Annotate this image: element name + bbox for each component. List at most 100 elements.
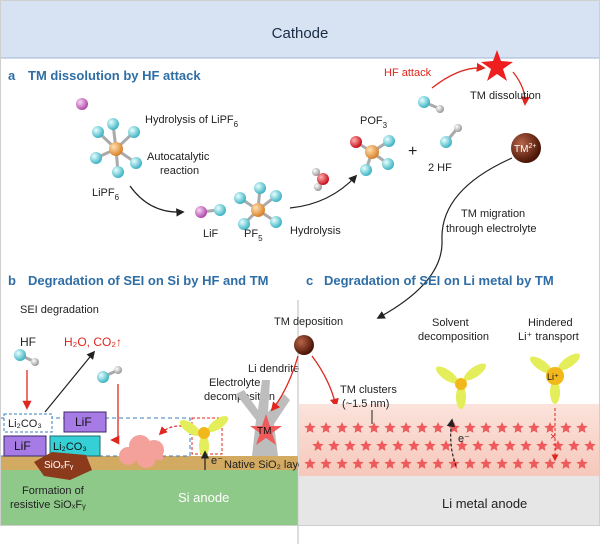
hf-label: HF: [20, 335, 36, 349]
tm-deposit-ion: [294, 335, 314, 355]
si-anode: [0, 470, 298, 526]
tm-cluster-star: [424, 440, 436, 451]
formation-label-2: resistive SiOₓFᵧ: [10, 499, 86, 511]
two-hf-label: 2 HF: [428, 162, 452, 174]
autocatalytic-label-1: Autocatalytic: [147, 151, 210, 163]
li-dendrite: [236, 380, 290, 456]
li-anode-label: Li metal anode: [442, 496, 527, 511]
panel-b-letter: b: [8, 273, 16, 288]
lipf6-label: LiPF6: [92, 187, 120, 202]
tm-cluster-star: [456, 440, 468, 451]
tm-cluster-star: [536, 440, 548, 451]
tm-cluster-star: [576, 422, 588, 433]
tm-cluster-star: [304, 458, 316, 469]
native-layer-label: Native SiO₂ layer: [224, 459, 308, 471]
li-ion-solvated: [529, 353, 581, 404]
li-ion-label: Li⁺: [547, 372, 559, 382]
tm-cluster-star: [336, 422, 348, 433]
tm-cluster-star: [512, 422, 524, 433]
tm-cluster-star: [520, 440, 532, 451]
tm-cluster-star: [464, 422, 476, 433]
hf-molecules: [418, 96, 462, 148]
tm-dissolution-label: TM dissolution: [470, 90, 541, 102]
tm-cluster-star: [336, 458, 348, 469]
panel-b-title: Degradation of SEI on Si by HF and TM: [28, 273, 269, 288]
cathode-label: Cathode: [272, 25, 329, 42]
attack-star-icon: [481, 50, 513, 81]
li2co3-label-top: Li₂CO₃: [8, 418, 42, 430]
tm-cluster-star: [488, 440, 500, 451]
tm-cluster-star: [312, 440, 324, 451]
tm-cluster-star: [560, 458, 572, 469]
tm-cluster-star: [480, 458, 492, 469]
tm-cluster-star: [472, 440, 484, 451]
li-metal-anode: [299, 476, 600, 526]
tm-cluster-star: [576, 458, 588, 469]
formation-label-1: Formation of: [22, 485, 85, 497]
tm-cluster-star: [568, 440, 580, 451]
solvent-label-2: decomposition: [418, 331, 489, 343]
cathode-band: [0, 0, 600, 58]
tm-clusters-label-2: (~1.5 nm): [342, 398, 389, 410]
tm-migration-arrow: [376, 157, 513, 319]
tm-cluster-star: [352, 422, 364, 433]
tm-cluster-star: [400, 422, 412, 433]
tm-cluster-star: [320, 422, 332, 433]
sioxfy-label: SiOₓFᵧ: [44, 460, 74, 471]
solvent-label-1: Solvent: [432, 317, 469, 329]
hydrolysis-arrow: [289, 174, 358, 209]
tm-to-dendrite-arrow: [270, 355, 299, 412]
tm-migration-label-2: through electrolyte: [446, 223, 537, 235]
hf-attack-label: HF attack: [384, 67, 432, 79]
decomposition-arrow: [158, 425, 193, 436]
tm-cluster-star: [368, 458, 380, 469]
si-anode-label: Si anode: [178, 490, 229, 505]
lif-label-top: LiF: [75, 415, 92, 429]
tm-cluster-star: [384, 458, 396, 469]
tm-cluster-star: [440, 440, 452, 451]
lif-molecule: [195, 204, 226, 218]
tm-cluster-star: [480, 422, 492, 433]
products-arrow: [44, 350, 96, 413]
tm-cluster-star: [584, 440, 596, 451]
hf-to-sei-arrow: [110, 384, 120, 445]
autocatalytic-arrow: [129, 185, 185, 217]
tm-cluster-star: [304, 422, 316, 433]
panel-c-letter: c: [306, 273, 313, 288]
tm-ion-label: TM2+: [514, 143, 536, 155]
tm-cluster-star: [544, 458, 556, 469]
hydrolysis-of-lipf6-label: Hydrolysis of LiPF6: [145, 114, 239, 129]
lif-box-left: [3, 435, 47, 457]
tm-cluster-star: [448, 458, 460, 469]
panel-a-title: TM dissolution by HF attack: [28, 68, 201, 83]
panel-a-letter: a: [8, 68, 16, 83]
blocked-cross-icon: ×: [550, 431, 556, 443]
tm-cluster-star: [496, 458, 508, 469]
tm-cluster-star: [560, 422, 572, 433]
tm-cluster-star: [432, 422, 444, 433]
pf5-label: PF5: [244, 228, 263, 243]
electron-label-b: e⁻: [211, 455, 223, 467]
pof3-molecule: [350, 135, 395, 176]
tm-cluster-star: [512, 458, 524, 469]
hydrolysis-label: Hydrolysis: [290, 225, 341, 237]
hindered-label-2: Li⁺ transport: [518, 331, 579, 343]
water-molecule: [312, 168, 329, 191]
li-dendrite-label: Li dendrite: [248, 363, 299, 375]
tm-to-li-arrow: [311, 355, 339, 408]
tm-cluster-star: [504, 440, 516, 451]
electrolyte-label-1: Electrolyte: [209, 377, 260, 389]
electron-label-c: e⁻: [458, 433, 470, 445]
tm-cluster-star: [320, 458, 332, 469]
tm-cluster-star: [416, 458, 428, 469]
pof3-label: POF3: [360, 115, 388, 130]
autocatalytic-label-2: reaction: [160, 165, 199, 177]
tm-star-label: TM: [257, 426, 271, 437]
hf-molecule-b2: [97, 366, 122, 383]
tm-cluster-star: [464, 458, 476, 469]
tm-cluster-star: [368, 422, 380, 433]
tm-deposition-label: TM deposition: [274, 316, 343, 328]
tm-cluster-star: [528, 458, 540, 469]
